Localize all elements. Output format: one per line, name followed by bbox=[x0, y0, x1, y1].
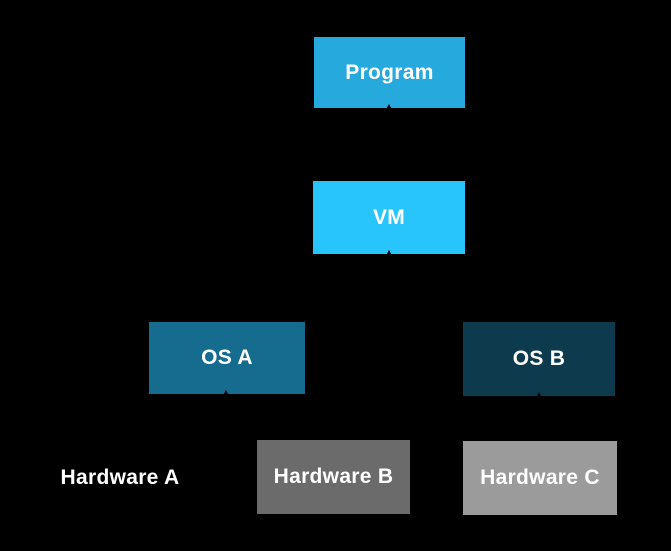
node-os-b-label: OS B bbox=[512, 347, 566, 370]
arrow-hardware-b-to-os-a bbox=[220, 390, 335, 440]
node-os-b: OS B bbox=[463, 322, 615, 396]
node-vm-label: VM bbox=[372, 205, 406, 229]
arrow-os-a-to-vm bbox=[226, 250, 395, 322]
arrow-vm-to-program bbox=[383, 104, 395, 181]
node-hardware-a: Hardware A bbox=[30, 441, 210, 514]
node-program-label: Program bbox=[345, 60, 434, 84]
node-program: Program bbox=[314, 37, 465, 108]
node-hardware-a-label: Hardware A bbox=[60, 465, 180, 489]
node-os-a: OS A bbox=[149, 322, 305, 394]
node-hardware-c: Hardware C bbox=[463, 441, 617, 515]
node-os-a-label: OS A bbox=[201, 346, 253, 369]
node-hardware-c-label: Hardware C bbox=[480, 466, 600, 489]
node-vm: VM bbox=[313, 181, 465, 254]
arrow-os-b-to-vm bbox=[383, 250, 540, 322]
arrow-hardware-c-to-os-b bbox=[533, 392, 545, 440]
node-hardware-b-label: Hardware B bbox=[273, 465, 394, 488]
node-hardware-b: Hardware B bbox=[257, 440, 410, 514]
